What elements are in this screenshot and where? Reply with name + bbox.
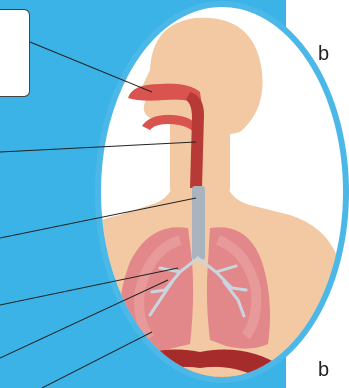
side-letter-top: b bbox=[318, 44, 329, 64]
trachea bbox=[192, 186, 205, 260]
label-box[interactable] bbox=[0, 9, 30, 97]
side-letter-bottom: b bbox=[318, 360, 329, 380]
